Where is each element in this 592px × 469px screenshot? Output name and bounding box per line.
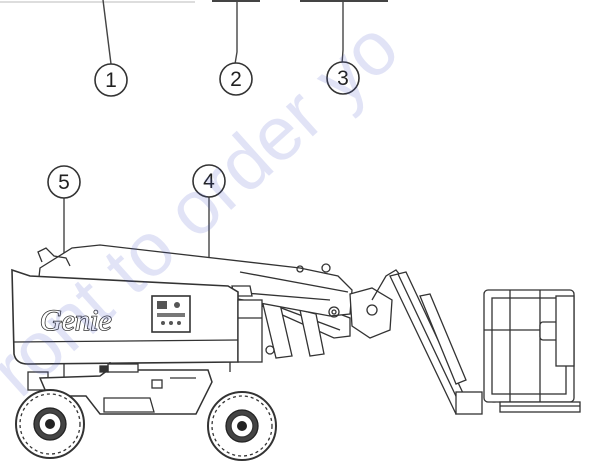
chassis: [27, 363, 213, 415]
boom-lift: [11, 244, 581, 461]
ground-control-box: [151, 295, 191, 333]
callout-label-5: 5: [58, 171, 70, 194]
rear-wheel: [207, 391, 277, 461]
turntable-cover: [11, 268, 263, 372]
brand-label: Genie: [40, 304, 112, 337]
leader-line-3: [341, 2, 344, 65]
leader-line-1: [102, 0, 112, 65]
callout-3: 3: [326, 61, 360, 95]
callout-1: 1: [94, 63, 128, 97]
front-wheel: [15, 389, 85, 459]
jib-knuckle: [349, 269, 405, 339]
top-component-fragments: [0, 0, 388, 3]
callout-label-3: 3: [337, 67, 349, 90]
callout-4: 4: [192, 164, 226, 198]
leader-line-2: [234, 2, 238, 65]
callout-label-1: 1: [105, 69, 117, 92]
callout-2: 2: [219, 62, 253, 96]
work-platform: [483, 289, 581, 413]
callout-label-2: 2: [230, 68, 242, 91]
callout-5: 5: [47, 165, 81, 199]
callout-label-4: 4: [203, 170, 215, 193]
